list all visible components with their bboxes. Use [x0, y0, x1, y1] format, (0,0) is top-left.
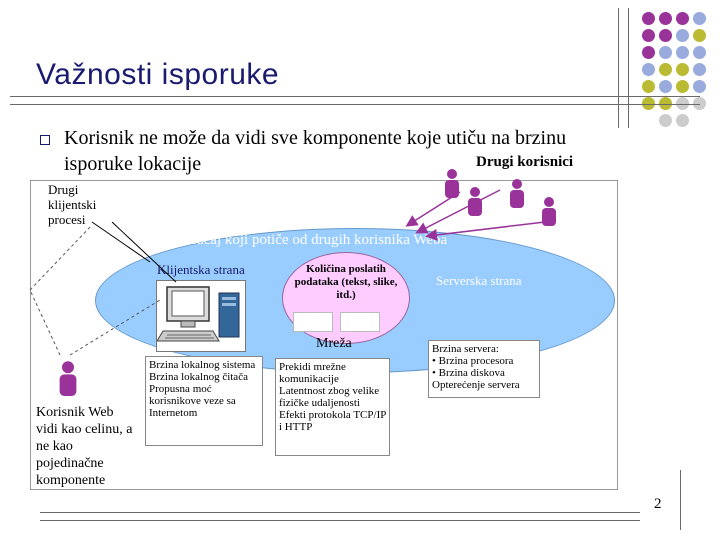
bullet-box-icon — [40, 135, 50, 145]
person-icon — [57, 360, 79, 401]
person-icon — [540, 196, 558, 231]
server-factor: • Brzina procesora — [432, 355, 514, 367]
network-factors-box: Prekidi mrežne komunikacije Latentnost z… — [275, 358, 390, 456]
server-factor: Opterećenje servera — [432, 379, 520, 391]
computer-icon — [156, 280, 246, 352]
data-page-thumb-2 — [340, 312, 380, 332]
traffic-label: Saobraćaj koji potiče od drugih korisnik… — [162, 232, 448, 248]
client-factor: Brzina lokalnog čitača — [149, 371, 248, 383]
client-factors-box: Brzina lokalnog sistema Brzina lokalnog … — [145, 356, 263, 446]
title-underline-2 — [10, 104, 700, 105]
footer-rule — [40, 512, 640, 513]
page-number: 2 — [654, 496, 662, 512]
server-factors-box: Brzina servera: • Brzina procesora • Brz… — [428, 340, 540, 398]
footer-rule-2 — [40, 520, 640, 521]
other-users-label: Drugi korisnici — [476, 154, 574, 170]
server-side-label: Serverska strana — [436, 273, 522, 288]
data-page-thumb-1 — [293, 312, 333, 332]
title-underline — [10, 96, 700, 97]
network-factor: Prekidi mrežne komunikacije — [279, 361, 346, 385]
slide-title: Važnosti isporuke — [36, 58, 280, 91]
person-icon — [443, 168, 461, 203]
server-factor: • Brzina diskova — [432, 367, 505, 379]
person-icon — [508, 178, 526, 213]
person-icon — [466, 186, 484, 221]
client-side-label: Klijentska strana — [157, 262, 245, 277]
bullet-text: Korisnik ne može da vidi sve komponente … — [64, 127, 567, 175]
footer-vertical-rule — [680, 470, 681, 530]
client-factor: Brzina lokalnog sistema — [149, 359, 256, 371]
data-amount-label: Količina poslatih podataka (tekst, slike… — [294, 263, 398, 301]
diagram-panel — [30, 180, 618, 490]
user-view-label: Korisnik Web vidi kao celinu, a ne kao p… — [36, 405, 133, 488]
title-vertical-rule — [618, 8, 619, 128]
server-factor: Brzina servera: — [432, 343, 499, 355]
network-factor: Latentnost zbog velike fizičke udaljenos… — [279, 385, 380, 409]
other-client-processes-label: Drugi klijentski procesi — [48, 182, 97, 227]
network-factor: Efekti protokola TCP/IP i HTTP — [279, 409, 386, 433]
network-label: Mreža — [316, 336, 352, 351]
client-factor: Propusna moć korisnikove veze sa Interne… — [149, 383, 236, 419]
title-vertical-rule-2 — [628, 8, 629, 128]
